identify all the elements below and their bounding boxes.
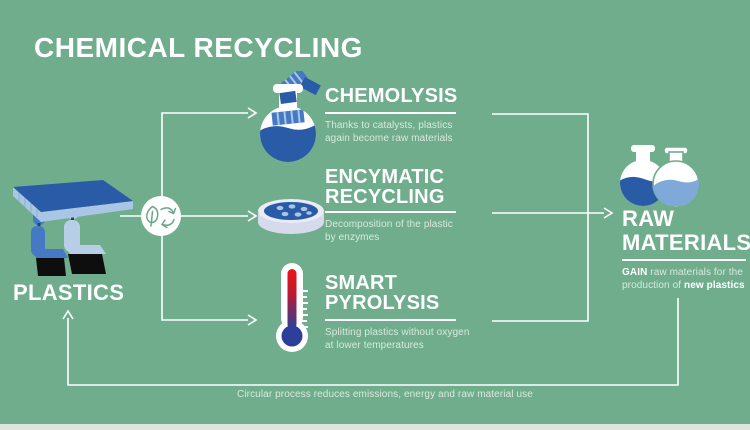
eco-recycle-icon	[141, 196, 181, 236]
chair-light-blue	[64, 202, 106, 274]
output-caption-new-plastics: new plastics	[684, 279, 745, 291]
plastic-piece-dark	[299, 77, 321, 96]
thermometer-icon	[276, 263, 308, 352]
output-caption-middle: raw materials for the production of	[622, 267, 743, 291]
feedback-loop-line	[67, 298, 679, 386]
arrow-to-encymatic	[247, 210, 258, 222]
output-label: RAW MATERIALS	[622, 206, 750, 255]
right-merge-line	[492, 113, 589, 322]
two-flasks-icon	[620, 145, 700, 207]
process-2-title: ENCYMATIC RECYCLING	[325, 166, 445, 208]
arrow-to-plastics	[62, 309, 74, 320]
process-1-description: Thanks to catalysts, plastics again beco…	[325, 120, 453, 144]
footer-note: Circular process reduces emissions, ener…	[237, 389, 533, 400]
table-top	[13, 180, 133, 222]
process-2-divider	[325, 211, 456, 213]
flask-light	[652, 146, 700, 207]
process-2-description: Decomposition of the plastic by enzymes	[325, 219, 453, 243]
petri-dish-icon	[258, 199, 324, 234]
source-label: PLASTICS	[13, 280, 125, 305]
output-caption-gain: GAIN	[622, 267, 648, 278]
process-3-title: SMART PYROLYSIS	[325, 272, 440, 314]
process-3-description: Splitting plastics without oxygen at low…	[325, 327, 470, 351]
process-1-title: CHEMOLYSIS	[325, 85, 458, 107]
output-caption: GAIN raw materials for the production of…	[622, 267, 750, 292]
page-title: CHEMICAL RECYCLING	[34, 32, 363, 63]
flask-icon	[260, 71, 321, 162]
arrow-to-chemolysis	[247, 107, 258, 119]
output-divider	[622, 259, 746, 261]
footer-strip	[0, 424, 750, 430]
enzyme-dots	[276, 204, 312, 217]
arrow-to-raw-materials	[603, 207, 614, 219]
arrow-to-pyrolysis	[247, 314, 258, 326]
process-1-divider	[325, 112, 456, 114]
process-3-divider	[325, 319, 456, 321]
plastic-furniture-icon	[13, 180, 133, 276]
